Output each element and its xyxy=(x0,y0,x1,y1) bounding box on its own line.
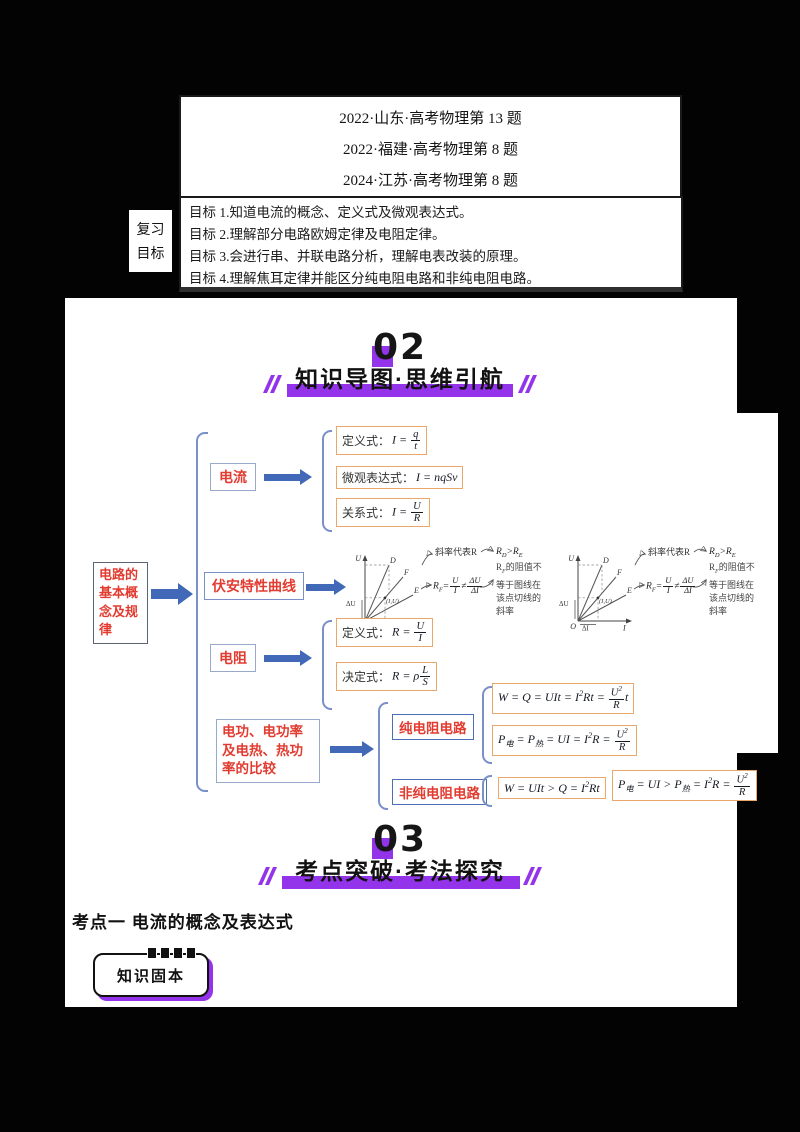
exam-reference: 2024·江苏·高考物理第 8 题 xyxy=(343,173,518,189)
section-03-title: 考点突破·考法探究 xyxy=(295,858,505,884)
node-current: 电流 xyxy=(210,463,256,491)
graph-label-u: U xyxy=(355,554,362,563)
arrow-resistance xyxy=(264,650,312,666)
brace-current xyxy=(322,430,332,532)
formula-label: 定义式： xyxy=(342,434,391,449)
brace-resistance xyxy=(322,620,332,710)
formula-impure-work: W = UIt > Q = I2Rt xyxy=(498,777,606,799)
vi-graph: U D F E (I,U) ΔU O ΔI I xyxy=(559,554,632,632)
graph-label-origin: O xyxy=(570,622,576,631)
page-background-main xyxy=(65,298,737,1007)
graph-label-e: E xyxy=(626,586,632,595)
graph-label-f: F xyxy=(403,568,409,577)
graph-label-f: F xyxy=(616,568,622,577)
goal-line: 目标 2.理解部分电路欧姆定律及电阻定律。 xyxy=(189,227,446,242)
goal-line: 目标 4.理解焦耳定律并能区分纯电阻电路和非纯电阻电路。 xyxy=(189,271,540,286)
mindmap-root-node: 电路的基本概念及规律 xyxy=(93,562,148,644)
vi-curve-diagram-group: U D F E (I,U) ΔU O ΔI I 斜率代表R RD>RE RF的阻… xyxy=(558,545,776,633)
exam-reference: 2022·福建·高考物理第 8 题 xyxy=(343,142,518,158)
connector-arrows xyxy=(420,545,563,590)
arrow-current xyxy=(264,469,312,485)
arrow-root-to-branches xyxy=(151,583,193,605)
knowledge-badge: 知识固本 xyxy=(93,953,209,997)
annotation-note: RF的阻值不等于图线在该点切线的斜率 xyxy=(709,562,755,616)
brace-pure xyxy=(482,686,492,764)
annotation-slope: 斜率代表R xyxy=(648,547,691,557)
annotation-rd-re: RD>RE xyxy=(709,547,736,559)
arrow-vi-curve xyxy=(306,579,346,595)
review-goals-label-line: 复习 xyxy=(136,223,165,238)
brace-power xyxy=(378,702,388,810)
graph-label-du: ΔU xyxy=(559,600,569,608)
badge-sprocket-icon xyxy=(186,947,196,959)
review-goals-box: 目标 1.知道电流的概念、定义式及微观表达式。 目标 2.理解部分电路欧姆定律及… xyxy=(179,196,683,292)
graph-label-i: I xyxy=(622,624,626,632)
section-02-square xyxy=(372,346,393,367)
graph-label-di: ΔI xyxy=(582,625,590,632)
main-brace xyxy=(196,432,208,792)
badge-sprocket-icon xyxy=(173,947,183,959)
graph-label-point: (I,U) xyxy=(386,598,399,605)
section-02-number: 02 xyxy=(372,327,428,368)
goal-line: 目标 3.会进行串、并联电路分析，理解电表改装的原理。 xyxy=(189,249,527,264)
arrow-power xyxy=(330,740,374,758)
node-resistance: 电阻 xyxy=(210,644,256,672)
node-pure-resistance-circuit: 纯电阻电路 xyxy=(392,714,474,740)
section-03-number: 03 xyxy=(372,819,428,860)
section-03-square xyxy=(372,838,393,859)
section-03-highlight-bar xyxy=(282,876,520,889)
exam-reference: 2022·山东·高考物理第 13 题 xyxy=(339,111,522,127)
review-goals-label-line: 目标 xyxy=(136,247,165,262)
node-vi-curve: 伏安特性曲线 xyxy=(204,572,304,600)
graph-label-e: E xyxy=(413,586,419,595)
page-background-right-strip xyxy=(737,413,778,753)
annotation-rd-re: RD>RE xyxy=(496,547,523,559)
section-02-highlight-bar xyxy=(287,384,513,397)
badge-sprocket-icon xyxy=(160,947,170,959)
graph-label-u: U xyxy=(568,554,575,563)
formula-label: 关系式： xyxy=(342,506,391,521)
annotation-note: RF的阻值不等于图线在该点切线的斜率 xyxy=(496,562,542,616)
node-power: 电功、电功率及电热、热功率的比较 xyxy=(216,719,320,783)
connector-arrows xyxy=(633,545,776,590)
node-impure-resistance-circuit: 非纯电阻电路 xyxy=(392,779,487,805)
formula-label: 微观表达式： xyxy=(342,471,415,485)
brace-impure xyxy=(482,775,492,807)
formula-math: W = UIt > Q = I2Rt xyxy=(504,780,600,795)
formula-label: 定义式： xyxy=(342,626,391,641)
section-02-title: 知识导图·思维引航 xyxy=(295,366,505,392)
formula-current-micro: 微观表达式： I = nqSv xyxy=(336,466,464,489)
exam-references-box: 2022·山东·高考物理第 13 题 2022·福建·高考物理第 8 题 202… xyxy=(179,95,682,204)
graph-label-point: (I,U) xyxy=(599,598,612,605)
review-goals-label: 复习 目标 xyxy=(129,210,172,272)
annotation-slope: 斜率代表R xyxy=(435,547,478,557)
goal-line: 目标 1.知道电流的概念、定义式及微观表达式。 xyxy=(189,205,473,220)
graph-label-d: D xyxy=(602,556,609,565)
kaodian-heading: 考点一 电流的概念及表达式 xyxy=(72,913,294,932)
graph-label-d: D xyxy=(389,556,396,565)
formula-label: 决定式： xyxy=(342,670,391,685)
graph-label-du: ΔU xyxy=(346,600,356,608)
badge-sprocket-icon xyxy=(147,947,157,959)
formula-math: I = nqSv xyxy=(416,470,458,484)
